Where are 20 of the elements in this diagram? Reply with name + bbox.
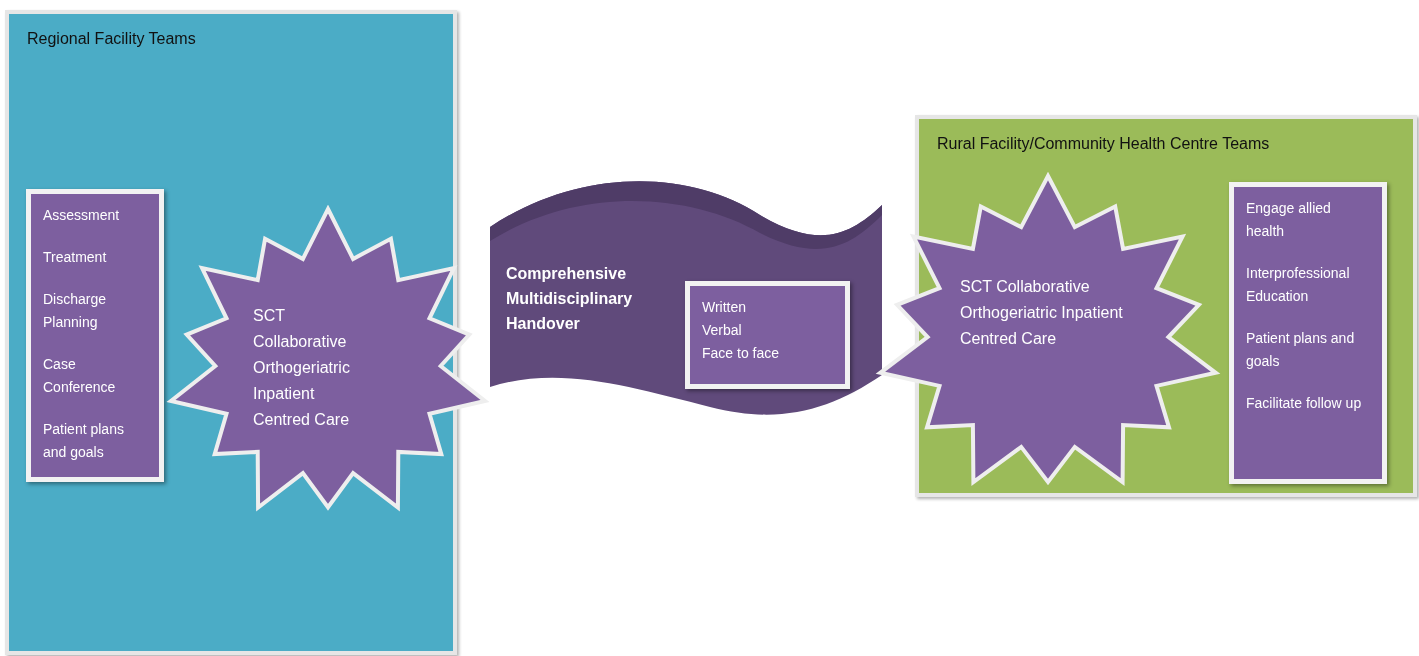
list-item: Treatment xyxy=(43,248,108,267)
list-item: Patient plans and goals xyxy=(1246,329,1356,371)
starburst-text: SCT Collaborative Orthogeriatric Inpatient Centred Care xyxy=(960,277,1124,349)
list-item: Assessment xyxy=(43,206,121,225)
list-item: Interprofessional Education xyxy=(1246,264,1351,306)
list-item: Verbal xyxy=(702,321,743,340)
panel-title: Regional Facility Teams xyxy=(27,30,196,48)
banner-text: Comprehensive Multidisciplinary Handover xyxy=(506,264,634,334)
list-item: Written xyxy=(702,298,748,317)
list-box xyxy=(685,281,850,389)
list-item: Discharge Planning xyxy=(43,290,108,332)
list-item: Case Conference xyxy=(43,355,117,397)
list-item: Face to face xyxy=(702,344,781,363)
list-box xyxy=(1229,182,1387,484)
list-item: Patient plans and goals xyxy=(43,420,125,462)
list-item: Engage allied health xyxy=(1246,199,1332,241)
panel-title: Rural Facility/Community Health Centre Teams xyxy=(937,135,1270,153)
starburst-text: SCT Collaborative Orthogeriatric Inpatient Centred Care xyxy=(253,306,351,430)
list-item: Facilitate follow up xyxy=(1246,394,1363,413)
list-box xyxy=(26,189,164,482)
